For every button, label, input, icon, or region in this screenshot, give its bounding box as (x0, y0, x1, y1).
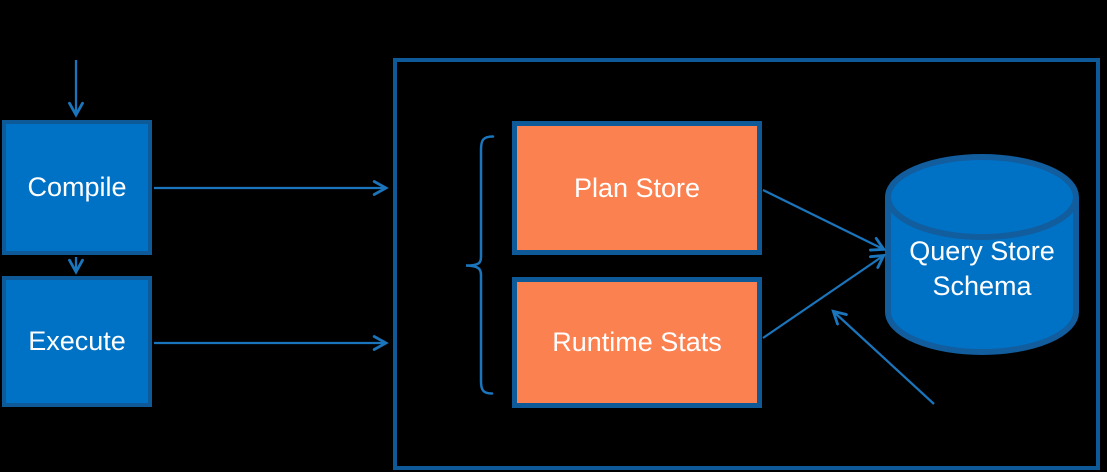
arrow-external-to-schema (834, 312, 935, 405)
arrow-plan-store-to-schema (762, 188, 883, 249)
runtime-stats-label: Runtime Stats (552, 327, 722, 357)
query-store-schema-cylinder (885, 154, 1079, 355)
grouping-brace (465, 135, 495, 395)
compile-label: Compile (27, 172, 127, 202)
arrow-runtime-stats-to-schema (762, 256, 883, 339)
compile-box: Compile (2, 120, 152, 255)
query-store-schema-label-line2: Schema (932, 271, 1032, 301)
execute-box: Execute (2, 276, 152, 407)
plan-store-label: Plan Store (573, 172, 701, 203)
query-store-container-box (393, 58, 1100, 470)
query-store-schema-label-line1: Query Store (909, 236, 1055, 266)
query-store-schema-label: Query Store Schema (882, 234, 1082, 304)
execute-label: Execute (28, 326, 126, 356)
plan-store-box: Plan Store (512, 121, 762, 255)
runtime-stats-box: Runtime Stats (512, 277, 762, 408)
